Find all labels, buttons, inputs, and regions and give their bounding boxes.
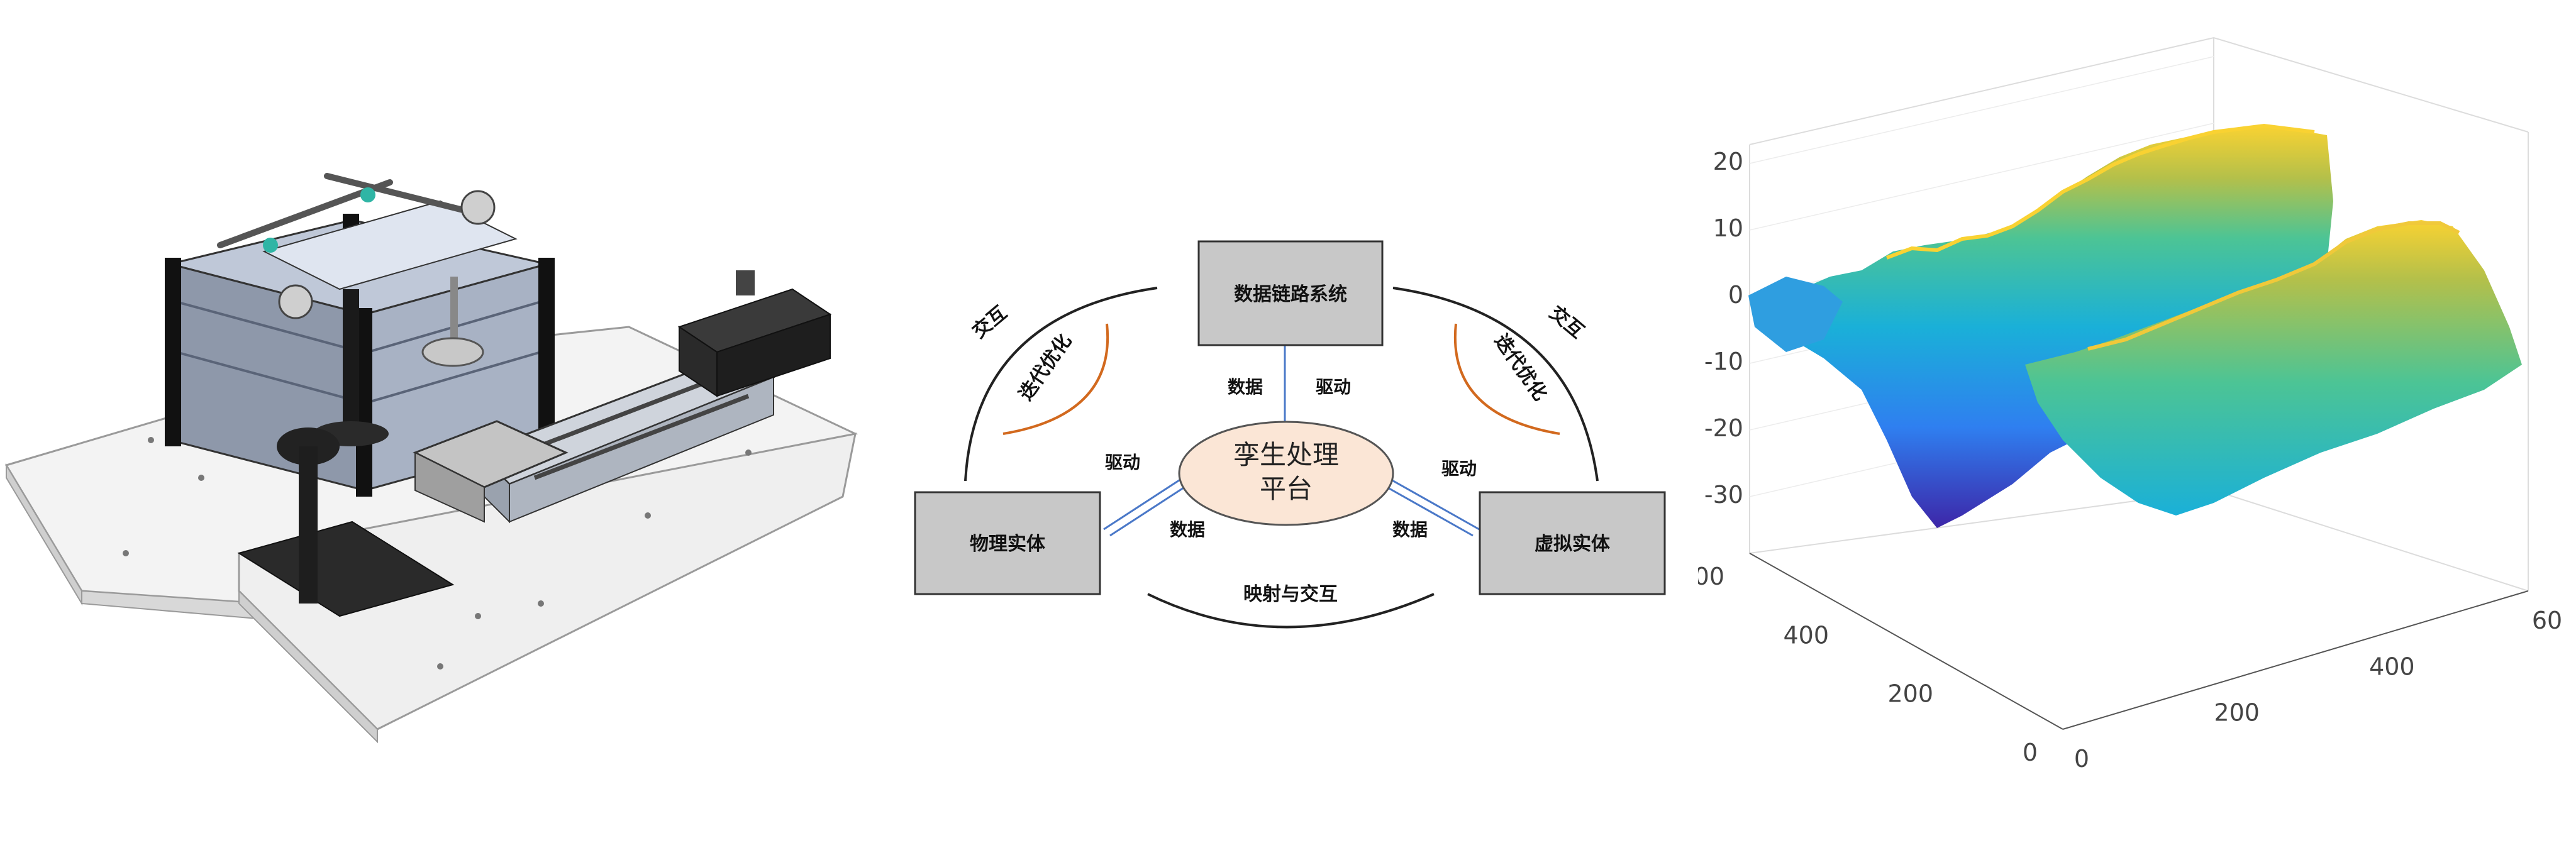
surface-ridge-front bbox=[2025, 220, 2522, 515]
digital-twin-diagram: 数据链路系统 物理实体 虚拟实体 孪生处理 平台 交互 交互 迭代优化 迭代优化… bbox=[880, 0, 1698, 857]
left-drive-label: 驱动 bbox=[1105, 452, 1140, 473]
left-data-label: 数据 bbox=[1170, 519, 1205, 540]
machine-rendering bbox=[0, 0, 880, 857]
z-tick-label: 20 bbox=[1713, 148, 1743, 175]
top-data-label: 数据 bbox=[1228, 377, 1263, 397]
z-gridline bbox=[1749, 123, 2214, 231]
bottom-mapping-label: 映射与交互 bbox=[1243, 583, 1338, 605]
data-link-system-box bbox=[1197, 240, 1384, 346]
left-interact-label: 交互 bbox=[969, 302, 1011, 343]
right-node-label: 虚拟实体 bbox=[1535, 533, 1611, 555]
right-iterate-label: 迭代优化 bbox=[1490, 330, 1551, 404]
center-node-label-1: 孪生处理 bbox=[1233, 439, 1339, 470]
left-interact-arc bbox=[964, 287, 1158, 482]
base-plate-front bbox=[238, 433, 857, 730]
y-tick-label: 400 bbox=[1783, 621, 1829, 649]
z-tick-label: 0 bbox=[1728, 281, 1743, 309]
z-gridline bbox=[1749, 56, 2214, 164]
left-node-label: 物理实体 bbox=[970, 533, 1046, 555]
z-tick-label: -10 bbox=[1704, 348, 1743, 375]
surface-ridge-back bbox=[1786, 126, 2333, 528]
surface-left-edge bbox=[1748, 277, 1843, 352]
right-connector-a bbox=[1389, 478, 1480, 531]
top-drive-label: 驱动 bbox=[1316, 377, 1351, 397]
y-tick-label: 600 bbox=[1698, 563, 1724, 590]
twin-platform-ellipse bbox=[1178, 421, 1394, 526]
diagram-svg: 数据链路系统 物理实体 虚拟实体 孪生处理 平台 交互 交互 迭代优化 迭代优化… bbox=[914, 240, 1666, 629]
right-drive-label: 驱动 bbox=[1441, 458, 1477, 479]
x-tick-label: 400 bbox=[2369, 653, 2415, 680]
virtual-entity-box bbox=[1479, 491, 1666, 595]
x-axis-ticks: 0 200 400 60 bbox=[2074, 607, 2562, 773]
y-axis-ticks: 600 400 200 0 bbox=[1679, 563, 2038, 766]
left-connector-a bbox=[1103, 478, 1182, 531]
top-node-label: 数据链路系统 bbox=[1234, 284, 1347, 306]
y-tick-label: 0 bbox=[2023, 739, 2038, 766]
right-connector-b bbox=[1383, 484, 1474, 537]
z-axis-ticks: 20 10 0 -10 -20 -30 bbox=[1704, 148, 1743, 509]
right-data-label: 数据 bbox=[1392, 519, 1428, 540]
y-tick-label: 200 bbox=[1887, 680, 1933, 708]
z-tick-label: -30 bbox=[1704, 481, 1743, 509]
surface-plot: 20 10 0 -10 -20 -30 600 400 200 0 0 200 400 60 bbox=[1679, 0, 2576, 857]
x-tick-label: 200 bbox=[2214, 699, 2260, 727]
z-tick-label: 10 bbox=[1713, 214, 1743, 242]
x-tick-label: 60 bbox=[2532, 607, 2562, 634]
bottom-mapping-arc bbox=[1147, 593, 1435, 629]
x-tick-label: 0 bbox=[2074, 745, 2089, 773]
surface-chart-svg: 20 10 0 -10 -20 -30 600 400 200 0 0 200 400 60 bbox=[1679, 36, 2562, 773]
right-iterate-arc bbox=[1453, 323, 1560, 435]
left-iterate-arc bbox=[1002, 323, 1109, 435]
left-connector-b bbox=[1109, 484, 1188, 537]
z-tick-label: -20 bbox=[1704, 414, 1743, 442]
right-interact-label: 交互 bbox=[1545, 302, 1588, 343]
physical-entity-box bbox=[914, 491, 1101, 595]
left-iterate-label: 迭代优化 bbox=[1014, 330, 1075, 404]
center-node-label-2: 平台 bbox=[1260, 473, 1313, 504]
machine-illustration bbox=[4, 173, 858, 744]
right-interact-arc bbox=[1392, 287, 1599, 482]
